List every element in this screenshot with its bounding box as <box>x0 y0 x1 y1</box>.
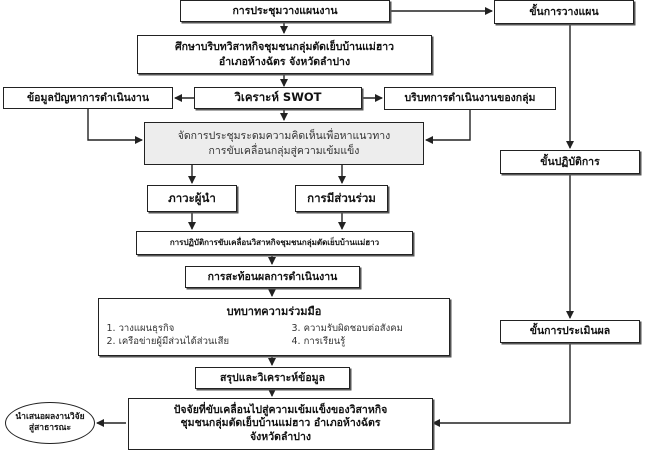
publish-line-1: นำเสนอผลงานวิจัย <box>15 411 85 422</box>
context-label: บริบทการดำเนินงานของกลุ่ม <box>404 92 536 105</box>
meeting-label: การประชุมวางแผนงาน <box>232 4 338 17</box>
meeting-box: การประชุมวางแผนงาน <box>180 0 390 22</box>
problems-box: ข้อมูลปัญหาการดำเนินงาน <box>3 87 173 109</box>
phase-planning-box: ขั้นการวางแผน <box>494 0 634 24</box>
summary-label: สรุปและวิเคราะห์ข้อมูล <box>220 371 325 384</box>
publish-ellipse: นำเสนอผลงานวิจัย สู่สาธารณะ <box>5 402 95 444</box>
brainstorm-box: จัดการประชุมระดมความคิดเห็นเพื่อหาแนวทาง… <box>144 122 424 165</box>
arrow-evaluation-factors <box>432 343 571 427</box>
phase-evaluation-box: ขั้นการประเมินผล <box>500 320 640 343</box>
practice-box: การปฏิบัติการขับเคลื่อนวิสาหกิจชุมชนกลุ่… <box>136 231 413 255</box>
summary-box: สรุปและวิเคราะห์ข้อมูล <box>195 367 350 389</box>
study-line-2: อำเภอห้างฉัตร จังหวัดลำปาง <box>218 55 351 68</box>
publish-line-2: สู่สาธารณะ <box>28 423 72 433</box>
practice-label: การปฏิบัติการขับเคลื่อนวิสาหกิจชุมชนกลุ่… <box>169 237 380 247</box>
collab-item: 3. ความรับผิดชอบต่อสังคม <box>291 323 403 335</box>
collab-roles-box: บทบาทความร่วมมือ 1. วางแผนธุรกิจ 3. ความ… <box>98 298 450 356</box>
factors-line-1: ปัจจัยที่ขับเคลื่อนไปสู่ความเข้มแข็งของว… <box>173 403 388 416</box>
arrow-problems-brainstorm <box>87 109 143 144</box>
phase-action-box: ขั้นปฏิบัติการ <box>500 150 640 174</box>
swot-box: วิเคราะห์ SWOT <box>194 87 362 109</box>
context-box: บริบทการดำเนินงานของกลุ่ม <box>384 87 556 110</box>
problems-label: ข้อมูลปัญหาการดำเนินงาน <box>26 91 150 104</box>
leadership-box: ภาวะผู้นำ <box>147 185 237 212</box>
arrow-context-brainstorm <box>425 110 471 144</box>
participation-label: การมีส่วนร่วม <box>307 190 376 205</box>
phase-action-label: ขั้นปฏิบัติการ <box>540 155 600 168</box>
collab-title: บทบาทความร่วมมือ <box>226 305 322 319</box>
brainstorm-line-1: จัดการประชุมระดมความคิดเห็นเพื่อหาแนวทาง <box>177 130 391 143</box>
collab-items: 1. วางแผนธุรกิจ 3. ความรับผิดชอบต่อสังคม… <box>107 323 442 349</box>
participation-box: การมีส่วนร่วม <box>295 185 388 212</box>
leadership-label: ภาวะผู้นำ <box>168 190 216 205</box>
swot-label: วิเคราะห์ SWOT <box>234 90 322 105</box>
reflection-label: การสะท้อนผลการดำเนินงาน <box>207 270 338 283</box>
phase-evaluation-label: ขั้นการประเมินผล <box>529 325 611 338</box>
factors-line-2: ชุมชนกลุ่มตัดเย็บบ้านแม่ฮาว อำเภอห้างฉัต… <box>180 417 381 430</box>
collab-item: 2. เครือข่ายผู้มีส่วนได้ส่วนเสีย <box>106 335 230 347</box>
study-context-box: ศึกษาบริบทวิสาหกิจชุมชนกลุ่มตัดเย็บบ้านแ… <box>137 35 432 74</box>
factors-line-3: จังหวัดลำปาง <box>250 430 311 443</box>
collab-item: 1. วางแผนธุรกิจ <box>106 323 175 335</box>
reflection-box: การสะท้อนผลการดำเนินงาน <box>185 266 360 288</box>
study-line-1: ศึกษาบริบทวิสาหกิจชุมชนกลุ่มตัดเย็บบ้านแ… <box>174 41 395 54</box>
phase-planning-label: ขั้นการวางแผน <box>529 5 599 18</box>
brainstorm-line-2: การขับเคลื่อนกลุ่มสู่ความเข้มแข็ง <box>208 144 360 157</box>
collab-item: 4. การเรียนรู้ <box>291 335 346 347</box>
factors-box: ปัจจัยที่ขับเคลื่อนไปสู่ความเข้มแข็งของว… <box>128 398 433 450</box>
